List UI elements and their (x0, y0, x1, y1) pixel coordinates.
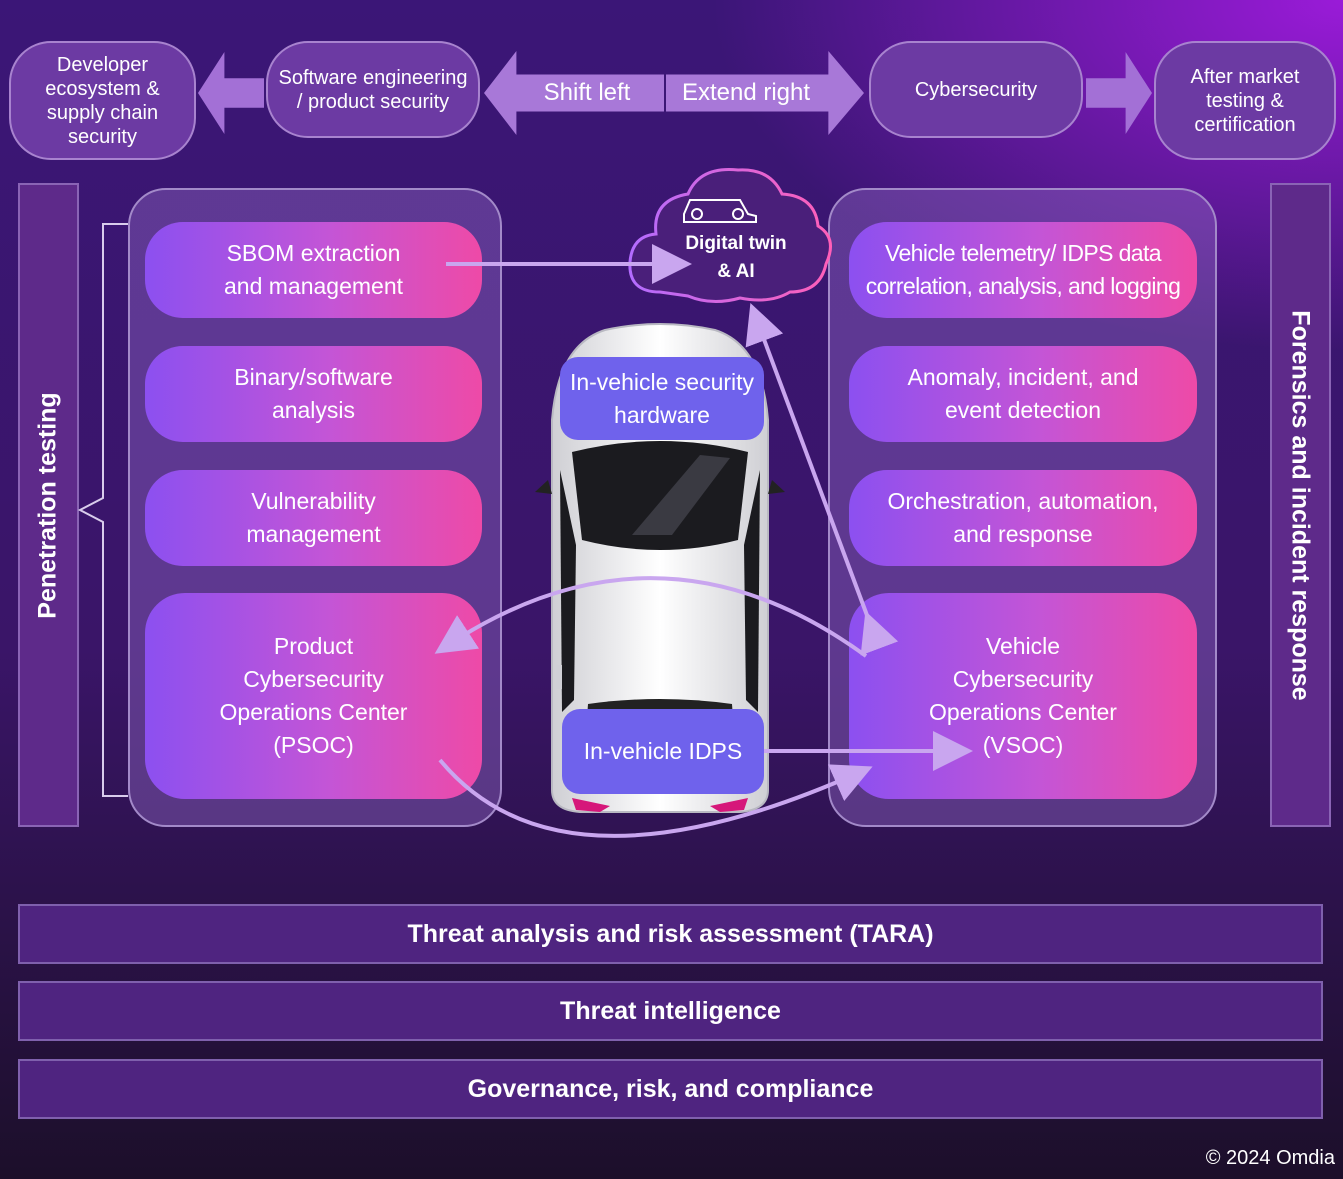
car-icon (535, 323, 785, 813)
cybersecurity-label: Cybersecurity (914, 78, 1038, 101)
psoc-box: Product Cybersecurity Operations Center … (145, 593, 482, 799)
psoc-label: Product Cybersecurity Operations Center … (219, 633, 408, 758)
telemetry-label: Vehicle telemetry/ IDPS data correlation… (865, 240, 1181, 299)
orchestration-label: Orchestration, automation, and response (887, 488, 1159, 547)
bracket-icon (77, 223, 128, 797)
sbom-box: SBOM extraction and management (145, 222, 482, 318)
binary-analysis-label: Binary/software analysis (234, 364, 393, 423)
after-market-label: After market testing & certification (1190, 65, 1300, 136)
psoc-to-vsoc-arc (438, 758, 873, 838)
forensics-bar: Forensics and incident response (1270, 183, 1331, 827)
idps-label: In-vehicle IDPS (583, 738, 743, 764)
anomaly-box: Anomaly, incident, and event detection (849, 346, 1197, 442)
developer-ecosystem-pill: Developer ecosystem & supply chain secur… (9, 41, 196, 160)
software-engineering-label: Software engineering / product security (278, 66, 468, 113)
shift-left-label: Shift left (543, 79, 631, 106)
software-engineering-pill: Software engineering / product security (266, 41, 480, 138)
security-hardware-box: In-vehicle security hardware (560, 357, 764, 440)
tara-label: Threat analysis and risk assessment (TAR… (407, 919, 934, 948)
security-hardware-label: In-vehicle security hardware (569, 368, 755, 428)
digital-twin-label: Digital twin & AI (685, 233, 787, 282)
orchestration-box: Orchestration, automation, and response (849, 470, 1197, 566)
idps-box: In-vehicle IDPS (562, 709, 764, 794)
car-outline-icon (683, 199, 757, 223)
twin-vsoc-arrow (745, 303, 899, 656)
penetration-testing-bar: Penetration testing (18, 183, 79, 827)
anomaly-label: Anomaly, incident, and event detection (907, 364, 1139, 423)
cybersecurity-pill: Cybersecurity (869, 41, 1083, 138)
binary-analysis-box: Binary/software analysis (145, 346, 482, 442)
threat-intel-bar: Threat intelligence (18, 981, 1323, 1041)
vsoc-to-psoc-arc (434, 576, 868, 658)
grc-bar: Governance, risk, and compliance (18, 1059, 1323, 1119)
after-market-pill: After market testing & certification (1154, 41, 1336, 160)
telemetry-box: Vehicle telemetry/ IDPS data correlation… (849, 222, 1197, 318)
vsoc-label: Vehicle Cybersecurity Operations Center … (929, 633, 1117, 758)
developer-ecosystem-label: Developer ecosystem & supply chain secur… (45, 53, 160, 148)
vulnerability-label: Vulnerability management (246, 488, 381, 547)
threat-intel-label: Threat intelligence (560, 996, 781, 1025)
tara-bar: Threat analysis and risk assessment (TAR… (18, 904, 1323, 964)
vsoc-box: Vehicle Cybersecurity Operations Center … (849, 593, 1197, 799)
grc-label: Governance, risk, and compliance (467, 1074, 874, 1103)
copyright: © 2024 Omdia (1205, 1147, 1335, 1169)
extend-right-label: Extend right (681, 79, 811, 106)
sbom-label: SBOM extraction and management (223, 240, 403, 299)
vulnerability-box: Vulnerability management (145, 470, 482, 566)
